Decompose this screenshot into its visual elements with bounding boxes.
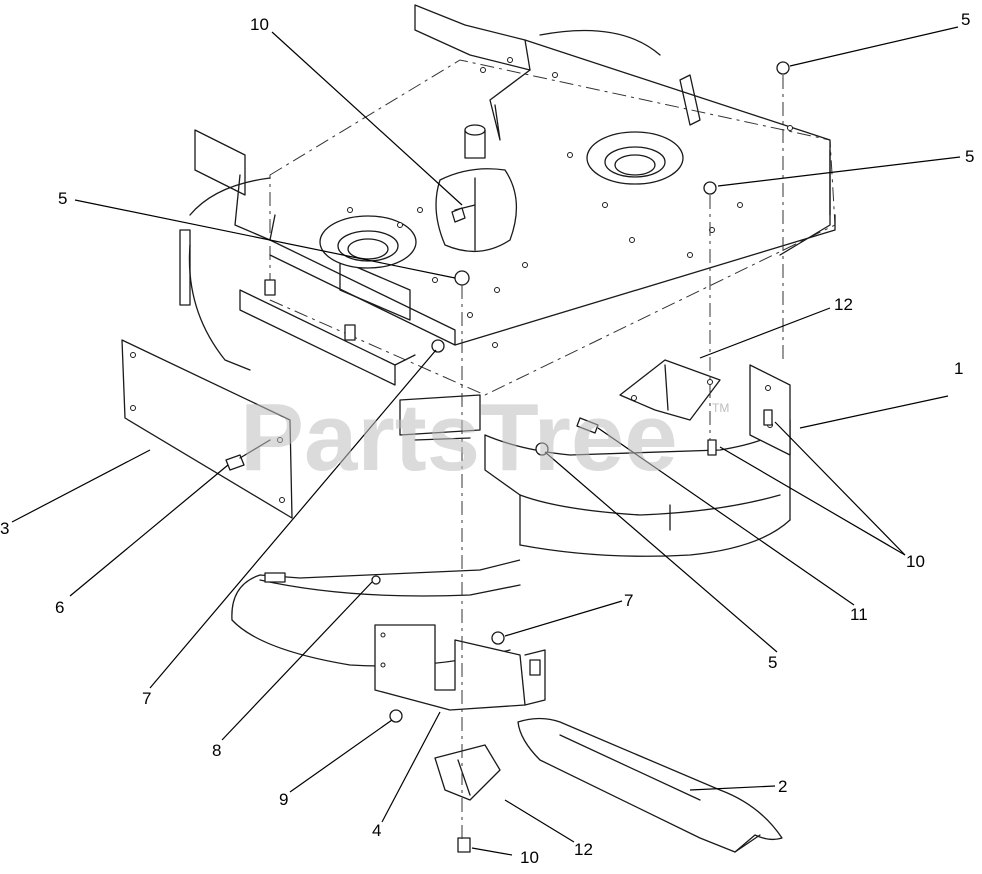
callout-12-top: 12 [834,295,853,314]
bolt-10-top [451,207,466,223]
callout-10-top: 10 [250,15,269,34]
nut-5-a [776,61,790,75]
nut-5-b [703,181,717,195]
callout-11: 11 [850,605,868,624]
callout-7-left: 7 [142,689,151,708]
blade [517,717,783,853]
spindle-shaft [464,124,486,159]
spindle-cutout [435,168,518,253]
nut-7-b [491,631,505,645]
callout-5-c: 5 [58,189,67,208]
nut-7-a [431,339,445,353]
blade-adapter-lower [434,744,501,801]
nut-9 [389,709,403,723]
callout-2: 2 [778,777,787,796]
nut-5-c [454,270,470,286]
callout-1: 1 [954,359,963,378]
callout-5-d: 5 [768,653,777,672]
callout-5-a: 5 [961,10,970,29]
blade-adapter-upper [619,359,721,421]
baffle-4 [374,624,546,711]
watermark-tm: TM [712,401,729,415]
callout-4: 4 [372,821,381,840]
bolt-6 [225,439,271,471]
callout-8: 8 [212,741,221,760]
callout-6: 6 [55,598,64,617]
bolt-10-bottom [457,837,471,853]
callout-9: 9 [279,790,288,809]
callouts: 10 5 5 5 12 1 3 10 6 11 7 5 7 8 2 9 4 12… [0,10,974,867]
callout-5-b: 5 [965,147,974,166]
alignment-lines [461,75,784,840]
callout-3: 3 [0,519,9,538]
bolt-11 [576,417,599,434]
center-plate [399,394,481,441]
watermark: PartsTree [240,384,678,491]
left-bracket [239,279,416,386]
baffle-plate [121,339,293,519]
bolt-8 [371,575,381,585]
callout-12-bottom: 12 [574,840,593,859]
bolt-10-right-b [763,409,773,426]
deck-holes [347,57,793,348]
deck-frame [179,4,836,396]
hardware [371,61,790,853]
callout-10-right: 10 [906,552,925,571]
spindle-ring-right [586,131,684,185]
bolt-10-right-a [707,439,717,456]
leader-lines [11,26,961,856]
callout-7-right: 7 [624,591,633,610]
callout-10-bottom: 10 [520,848,539,867]
